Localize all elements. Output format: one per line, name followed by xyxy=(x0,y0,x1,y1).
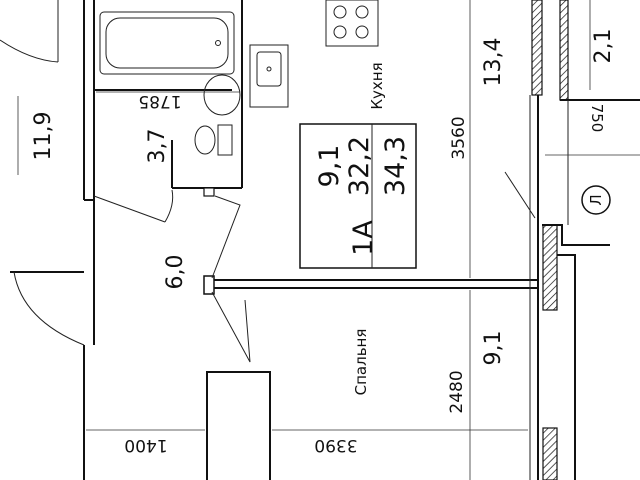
area-bathroom: 3,7 xyxy=(145,129,170,164)
dim-bath-width: 1785 xyxy=(138,91,181,111)
bathtub-inner xyxy=(105,17,229,69)
fixtures xyxy=(99,0,379,156)
apartment-area-b: 34,3 xyxy=(380,136,411,196)
dim-kitchen-depth: 3560 xyxy=(449,116,469,159)
kitchen-sink-bowl xyxy=(256,51,282,87)
bath-door-swing xyxy=(164,189,174,223)
stove-burner-2 xyxy=(355,5,369,19)
loggia-marker: Л xyxy=(581,185,611,215)
bedroom-label: Спальня xyxy=(352,329,370,396)
door-jamb xyxy=(203,187,215,197)
entrance-door-swing xyxy=(13,271,85,346)
doors xyxy=(0,0,251,363)
outer-wall-top xyxy=(531,0,543,96)
bath-door-leaf xyxy=(93,195,166,223)
area-hall: 6,0 xyxy=(163,255,188,290)
apartment-info-box: 1А 9,1 32,2 34,3 xyxy=(299,123,417,269)
apartment-area-a: 32,2 xyxy=(344,136,375,196)
balcony-parapet xyxy=(559,0,569,101)
bathtub-drain xyxy=(215,40,221,46)
apartment-living-area: 9,1 xyxy=(314,145,345,188)
washbasin xyxy=(203,74,241,116)
walls xyxy=(10,0,640,480)
dim-hall-width: 1400 xyxy=(124,435,167,455)
outer-wall-bottom xyxy=(542,427,558,480)
closet-wall xyxy=(206,371,271,480)
dim-balcony-width: 750 xyxy=(588,104,606,133)
loggia-wall xyxy=(557,254,576,480)
dim-bedroom-width: 3390 xyxy=(314,435,357,455)
loggia-marker-circle xyxy=(581,185,611,215)
kitchen-sink xyxy=(249,44,289,108)
info-box-frame xyxy=(299,123,417,269)
outer-wall-middle xyxy=(542,224,558,311)
kitchen-label: Кухня xyxy=(368,62,386,109)
stove-burner-1 xyxy=(333,5,347,19)
dimension-lines xyxy=(17,0,640,480)
stove-burner-3 xyxy=(333,25,347,39)
area-balcony-top: 2,1 xyxy=(591,29,616,64)
area-kitchen: 13,4 xyxy=(481,38,506,87)
partition-end xyxy=(203,275,215,295)
left-door-swing xyxy=(0,39,59,63)
balcony-step xyxy=(542,224,610,246)
toilet xyxy=(194,125,216,155)
area-left-room: 11,9 xyxy=(31,112,56,161)
bedroom-door xyxy=(211,291,251,363)
stove xyxy=(325,0,379,47)
area-bedroom: 9,1 xyxy=(481,331,506,366)
window-pointer xyxy=(504,171,536,219)
kitchen-door xyxy=(211,195,241,279)
apartment-type-code: 1А xyxy=(348,220,379,256)
bathtub xyxy=(99,11,235,75)
stove-burner-4 xyxy=(355,25,369,39)
kitchen-sink-drain xyxy=(266,66,272,72)
toilet-tank xyxy=(217,124,233,156)
loggia-marker-letter: Л xyxy=(587,194,605,205)
dim-bedroom-depth: 2480 xyxy=(447,370,467,413)
